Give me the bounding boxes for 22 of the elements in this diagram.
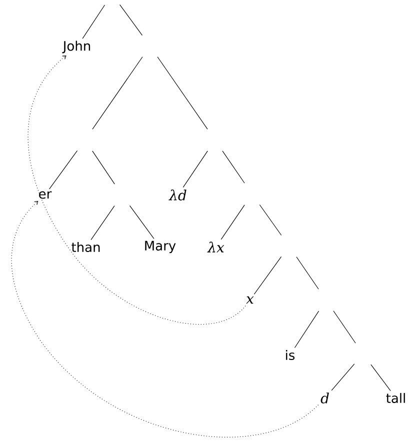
tree-branch xyxy=(294,310,320,348)
tree-branch xyxy=(82,4,106,39)
variable-label: λx xyxy=(207,242,224,252)
movement-arrow xyxy=(11,200,319,438)
variable-label: d xyxy=(320,392,329,404)
tree-branch xyxy=(90,206,115,240)
tree-branch xyxy=(254,256,282,294)
word-label: er xyxy=(39,191,52,199)
word-label: than xyxy=(72,242,100,252)
word-label: John xyxy=(62,40,90,54)
word-label: tall xyxy=(386,392,405,404)
word-label: is xyxy=(286,350,295,360)
movement-arrow xyxy=(28,55,246,325)
tree-branch xyxy=(129,205,154,240)
variable-label: λd xyxy=(168,190,186,200)
tree-branch xyxy=(182,150,208,188)
tree-branch xyxy=(220,204,245,240)
word-label: Mary xyxy=(145,240,176,254)
tree-branch xyxy=(331,364,355,391)
tree-branch xyxy=(49,150,78,190)
variable-label: x xyxy=(246,296,254,304)
tree-branch xyxy=(370,364,391,392)
